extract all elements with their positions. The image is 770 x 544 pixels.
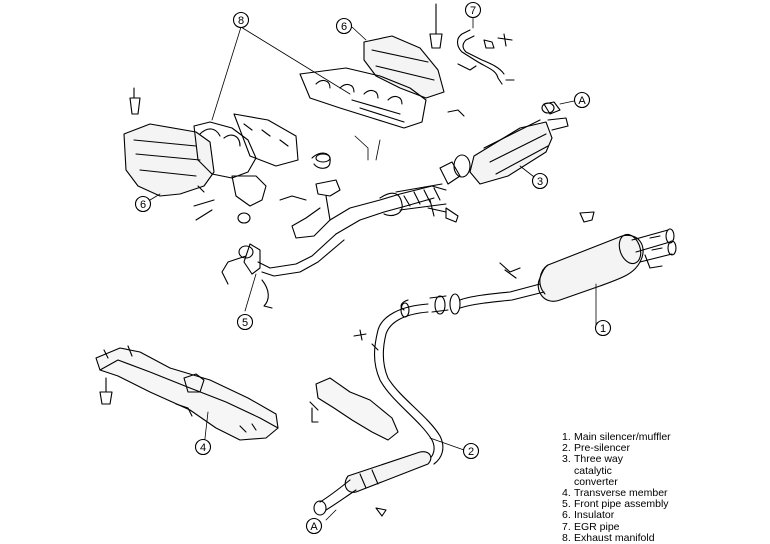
legend-text: Three way catalytic converter [574,453,624,488]
legend-number: 5. [562,498,571,511]
transverse-member [95,345,279,441]
legend-text: Pre-silencer [574,442,631,455]
callout-4: 4 [194,438,212,456]
callout-8: 8 [232,11,250,29]
intermediate-pipe [400,283,545,315]
callout-8-label: 8 [238,15,244,27]
legend-item: 4.Transverse member [562,487,694,500]
catalytic-converter [311,101,569,185]
callout-a-top: A [573,91,591,109]
gaskets [237,102,555,259]
legend-text: Front pipe assembly [574,498,669,511]
callout-7: 7 [464,1,482,19]
callout-4-label: 4 [200,442,206,454]
callout-6-top: 6 [335,17,353,35]
legend-item: 6.Insulator [562,510,694,521]
legend-item: 7.EGR pipe [562,520,694,533]
legend-number: 1. [562,431,571,443]
parts-legend: 1.Main silencer/muffler 2.Pre-silencer 3… [562,431,694,544]
callout-5-label: 5 [242,317,248,329]
callout-a-bottom: A [305,517,323,535]
callout-1-label: 1 [600,323,606,335]
callout-3: 3 [531,172,549,190]
insulator-lower [309,377,399,441]
callout-7-label: 7 [470,5,476,17]
exhaust-manifold-left [123,87,299,221]
legend-text: Main silencer/muffler [574,431,671,443]
legend-number: 2. [562,442,571,455]
callout-6-left-label: 6 [140,199,146,211]
callout-2: 2 [462,442,480,460]
callout-2-label: 2 [468,446,474,458]
legend-item: 5.Front pipe assembly [562,499,694,510]
callout-5: 5 [236,313,254,331]
pre-silencer-pipe [313,302,444,517]
egr-pipe [456,29,515,85]
legend-text: Transverse member [574,487,668,500]
callout-a-bottom-label: A [310,521,318,533]
legend-number: 6. [562,509,571,522]
exhaust-manifold-right [299,3,465,129]
leader-lines [149,15,597,521]
main-silencer [499,211,677,302]
legend-text: Insulator [574,509,615,522]
legend-item: 1.Main silencer/muffler [562,431,694,443]
front-pipe-assembly [221,179,459,309]
legend-number: 4. [562,487,571,500]
legend-item: 3.Three way catalytic converter [562,454,694,488]
callout-3-label: 3 [537,176,543,188]
callout-6-top-label: 6 [341,21,347,33]
legend-number: 3. [562,453,571,466]
callout-a-top-label: A [578,95,586,107]
callout-6-left: 6 [134,195,152,213]
callout-1: 1 [594,319,612,337]
legend-item: 2.Pre-silencer [562,442,694,455]
legend-text: EGR pipe [574,520,620,533]
legend-number: 7. [562,520,571,533]
